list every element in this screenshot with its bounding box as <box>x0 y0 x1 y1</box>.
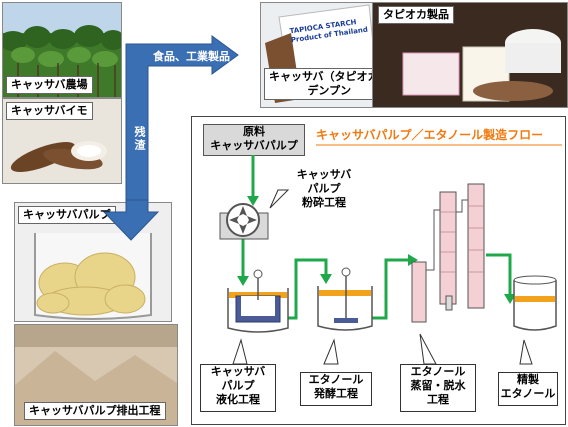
pulp-label: キャッサバパルプ <box>18 206 116 224</box>
flow-title: キャッサバパルプ／エタノール製造フロー <box>316 128 544 142</box>
tuber-label: キャッサバイモ <box>6 102 93 120</box>
products-label: タピオカ製品 <box>378 6 454 24</box>
crusher-unit <box>219 203 269 240</box>
distillation-callout: エタノール 蒸留・脱水 工程 <box>400 364 476 412</box>
distillation-callout-pointer <box>419 333 437 365</box>
refined-callout: 精製 エタノール <box>498 372 558 406</box>
distillation-unit <box>411 183 485 323</box>
products-image <box>373 3 567 107</box>
crushing-callout: キャッサバ パルプ 粉砕工程 <box>296 168 352 209</box>
discharge-label: キャッサバパルプ排出工程 <box>24 402 166 420</box>
refined-callout-pointer <box>519 339 533 365</box>
raw-material-box: 原料 キャッサバパルプ <box>203 124 305 156</box>
crusher-callout-pointer <box>269 189 290 209</box>
fermentation-to-distillation-line <box>372 258 410 320</box>
fermentation-to-distillation-arrowhead <box>408 254 418 266</box>
products-arrow-label: 食品、工業製品 <box>153 50 230 63</box>
distillation-to-product-arrowhead <box>504 294 516 304</box>
crusher-to-liquefaction-arrowhead <box>237 276 249 286</box>
raw-to-crusher-arrowhead <box>247 196 259 206</box>
tapioca-products-photo <box>372 2 568 108</box>
liquefaction-to-fermentation-line <box>286 258 328 320</box>
refined-ethanol-container <box>513 275 557 331</box>
liquefaction-to-fermentation-arrowhead <box>320 274 332 284</box>
fermentation-tank <box>317 267 373 331</box>
distillation-to-product-line <box>486 253 512 296</box>
liquefaction-tank <box>227 269 289 333</box>
liquefaction-callout-pointer <box>232 338 248 365</box>
fermentation-callout-pointer <box>323 338 339 365</box>
fermentation-callout: エタノール 発酵工程 <box>300 372 372 406</box>
liquefaction-callout: キャッサバ パルプ 液化工程 <box>200 364 276 412</box>
farm-label: キャッサバ農場 <box>6 76 93 94</box>
residue-arrow-label: 残渣 <box>133 126 146 152</box>
flow-title-underline <box>316 144 562 146</box>
